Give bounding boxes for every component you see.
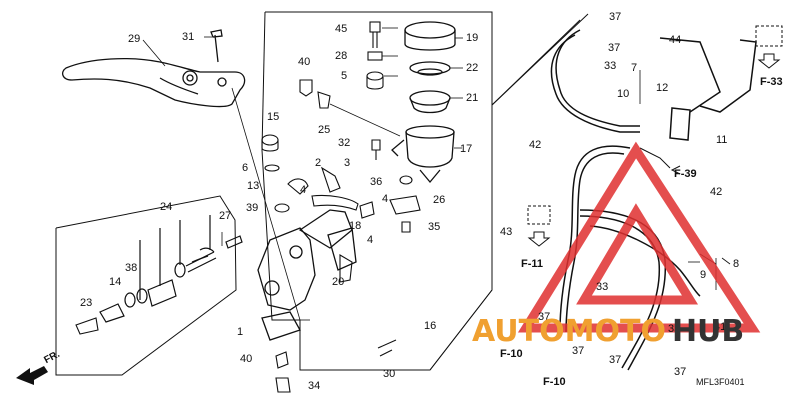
part-label-36: 36 <box>370 176 383 188</box>
brake-lever-drawing <box>61 29 246 108</box>
part-label-39: 39 <box>246 202 259 214</box>
part-label-37-b: 37 <box>608 42 621 54</box>
watermark-hub: HUB <box>671 314 745 349</box>
part-label-37-f: 37 <box>674 366 687 378</box>
hardware-drawing <box>75 21 421 393</box>
watermark-auto: AUTO <box>472 314 565 349</box>
reference-f10-upper: F-10 <box>500 348 523 360</box>
part-label-17: 17 <box>460 143 473 155</box>
piston-kit-drawing <box>99 215 243 323</box>
part-label-33-c: 33 <box>668 323 681 335</box>
part-label-30: 30 <box>383 368 396 380</box>
part-label-4-c: 4 <box>367 234 374 246</box>
brake-hoses-drawing <box>550 29 757 371</box>
part-label-42-a: 42 <box>529 139 542 151</box>
reference-f11: F-11 <box>521 258 544 270</box>
reference-f10-lower: F-10 <box>543 376 566 388</box>
master-cylinder-drawing <box>257 209 357 341</box>
reference-f33: F-33 <box>760 76 783 88</box>
part-label-5: 5 <box>341 70 348 82</box>
part-label-24: 24 <box>160 201 173 213</box>
part-label-18: 18 <box>349 220 362 232</box>
part-label-2: 2 <box>315 157 322 169</box>
reservoir-drawing <box>391 21 456 184</box>
part-label-8: 8 <box>733 258 740 270</box>
part-label-33-a: 33 <box>604 60 617 72</box>
part-label-42-b: 42 <box>710 186 723 198</box>
part-label-31: 31 <box>182 31 195 43</box>
part-label-35: 35 <box>428 221 441 233</box>
part-label-40-top: 40 <box>298 56 311 68</box>
part-label-14: 14 <box>109 276 122 288</box>
part-label-28: 28 <box>335 50 348 62</box>
part-label-38: 38 <box>125 262 138 274</box>
part-label-41: 41 <box>714 321 727 333</box>
part-label-16: 16 <box>424 320 437 332</box>
part-label-34: 34 <box>308 380 321 392</box>
part-label-3: 3 <box>344 157 351 169</box>
part-label-25: 25 <box>318 124 331 136</box>
part-label-13: 13 <box>247 180 260 192</box>
part-label-10: 10 <box>617 88 630 100</box>
part-label-15: 15 <box>267 111 280 123</box>
part-label-29: 29 <box>128 33 141 45</box>
part-label-19: 19 <box>466 32 479 44</box>
reference-f39: F-39 <box>674 168 697 180</box>
part-label-9: 9 <box>700 269 707 281</box>
part-label-11: 11 <box>716 134 728 146</box>
part-label-21: 21 <box>466 92 479 104</box>
diagram-code: MFL3F0401 <box>696 377 745 387</box>
part-label-37-d: 37 <box>572 345 585 357</box>
part-label-32: 32 <box>338 137 351 149</box>
part-label-6: 6 <box>242 162 249 174</box>
part-label-20: 20 <box>332 276 345 288</box>
part-label-45: 45 <box>335 23 348 35</box>
part-label-37-a: 37 <box>609 11 622 23</box>
part-label-12: 12 <box>656 82 669 94</box>
reference-arrows <box>527 25 783 247</box>
part-label-33-b: 33 <box>596 281 609 293</box>
assembly-outline <box>261 11 493 371</box>
part-label-22: 22 <box>466 62 479 74</box>
watermark-triangle <box>517 141 761 333</box>
part-label-1: 1 <box>237 326 244 338</box>
part-label-37-c: 37 <box>538 311 551 323</box>
watermark-moto: MOTO <box>564 314 666 349</box>
part-label-7: 7 <box>631 62 638 74</box>
piston-kit-outline <box>55 195 237 376</box>
part-label-27: 27 <box>219 210 232 222</box>
leader-lines <box>142 27 731 321</box>
part-label-40-bottom: 40 <box>240 353 253 365</box>
part-label-23: 23 <box>80 297 93 309</box>
part-label-26: 26 <box>433 194 446 206</box>
part-label-4-a: 4 <box>300 184 307 196</box>
part-label-4-b: 4 <box>382 193 389 205</box>
part-label-44: 44 <box>669 34 682 46</box>
part-label-43: 43 <box>500 226 513 238</box>
part-label-37-e: 37 <box>609 354 622 366</box>
front-arrow <box>16 366 48 385</box>
